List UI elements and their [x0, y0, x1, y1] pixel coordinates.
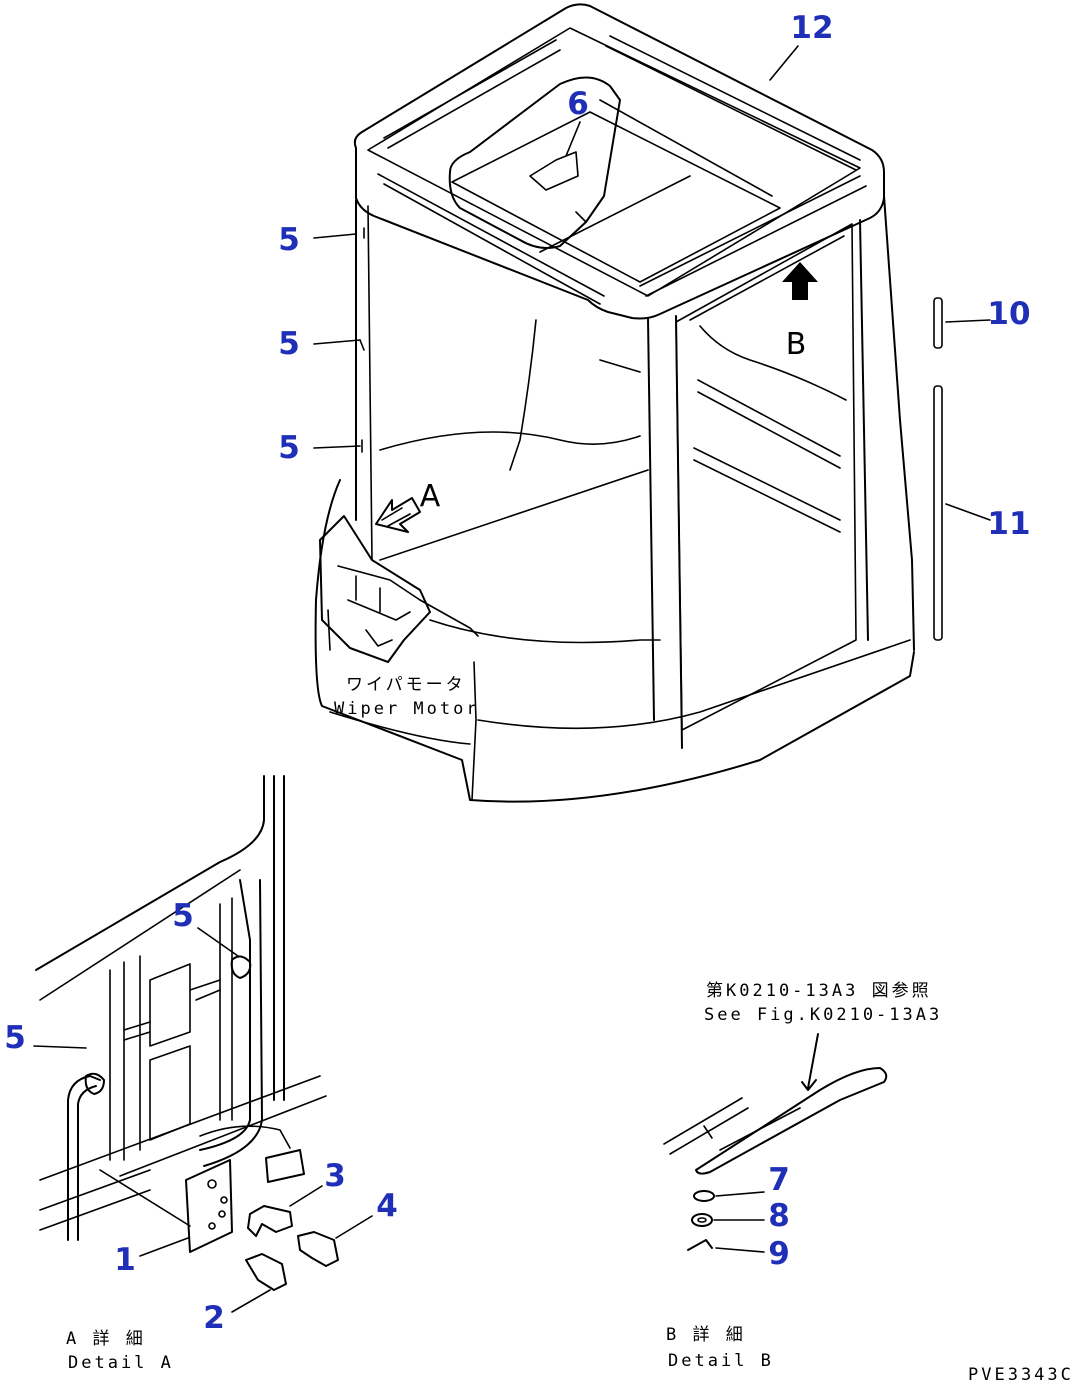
view-letter-b: B	[786, 327, 807, 362]
view-b-arrow	[782, 262, 818, 300]
callout-5-detail-a-left: 5	[4, 1020, 26, 1056]
detail-b-title-en: Detail B	[668, 1351, 774, 1371]
callout-7: 7	[768, 1162, 790, 1198]
callout-12: 12	[790, 10, 833, 46]
callout-5-detail-a-upper: 5	[172, 898, 194, 934]
callout-3: 3	[324, 1158, 346, 1194]
view-a-arrow	[375, 497, 421, 533]
reference-label-en: See Fig.K0210-13A3	[704, 1005, 942, 1025]
callout-1: 1	[114, 1242, 136, 1278]
callout-4: 4	[376, 1188, 398, 1224]
callout-2: 2	[203, 1300, 225, 1336]
reference-label-jp: 第K0210-13A3 図参照	[706, 981, 932, 1001]
detail-a-drawing	[35, 775, 339, 1291]
callout-8: 8	[768, 1198, 790, 1234]
view-letter-a: A	[420, 479, 441, 514]
callout-5-middle: 5	[278, 326, 300, 362]
seal-strip-10	[933, 297, 943, 349]
leader-lines-detail-a	[33, 927, 373, 1313]
detail-b-drawing	[663, 1033, 888, 1251]
wiper-motor-label-jp: ワイパモータ	[346, 675, 466, 695]
callout-6: 6	[567, 86, 589, 122]
seal-strips	[933, 297, 943, 641]
callout-9: 9	[768, 1236, 790, 1272]
callout-11: 11	[987, 506, 1030, 542]
leader-lines-main	[313, 45, 991, 521]
callout-10: 10	[987, 296, 1030, 332]
drawing-id: PVE3343C	[968, 1365, 1074, 1385]
wiper-motor-label-en: Wiper Motor	[334, 699, 480, 719]
seal-strip-11	[933, 385, 943, 641]
detail-a-title-en: Detail A	[68, 1353, 174, 1373]
callout-5-top: 5	[278, 222, 300, 258]
cab-assembly	[314, 3, 915, 803]
callout-5-lower: 5	[278, 430, 300, 466]
detail-a-title-jp: A 詳 細	[66, 1329, 146, 1349]
detail-b-title-jp: B 詳 細	[666, 1325, 746, 1345]
leader-lines-detail-b	[713, 1191, 765, 1253]
